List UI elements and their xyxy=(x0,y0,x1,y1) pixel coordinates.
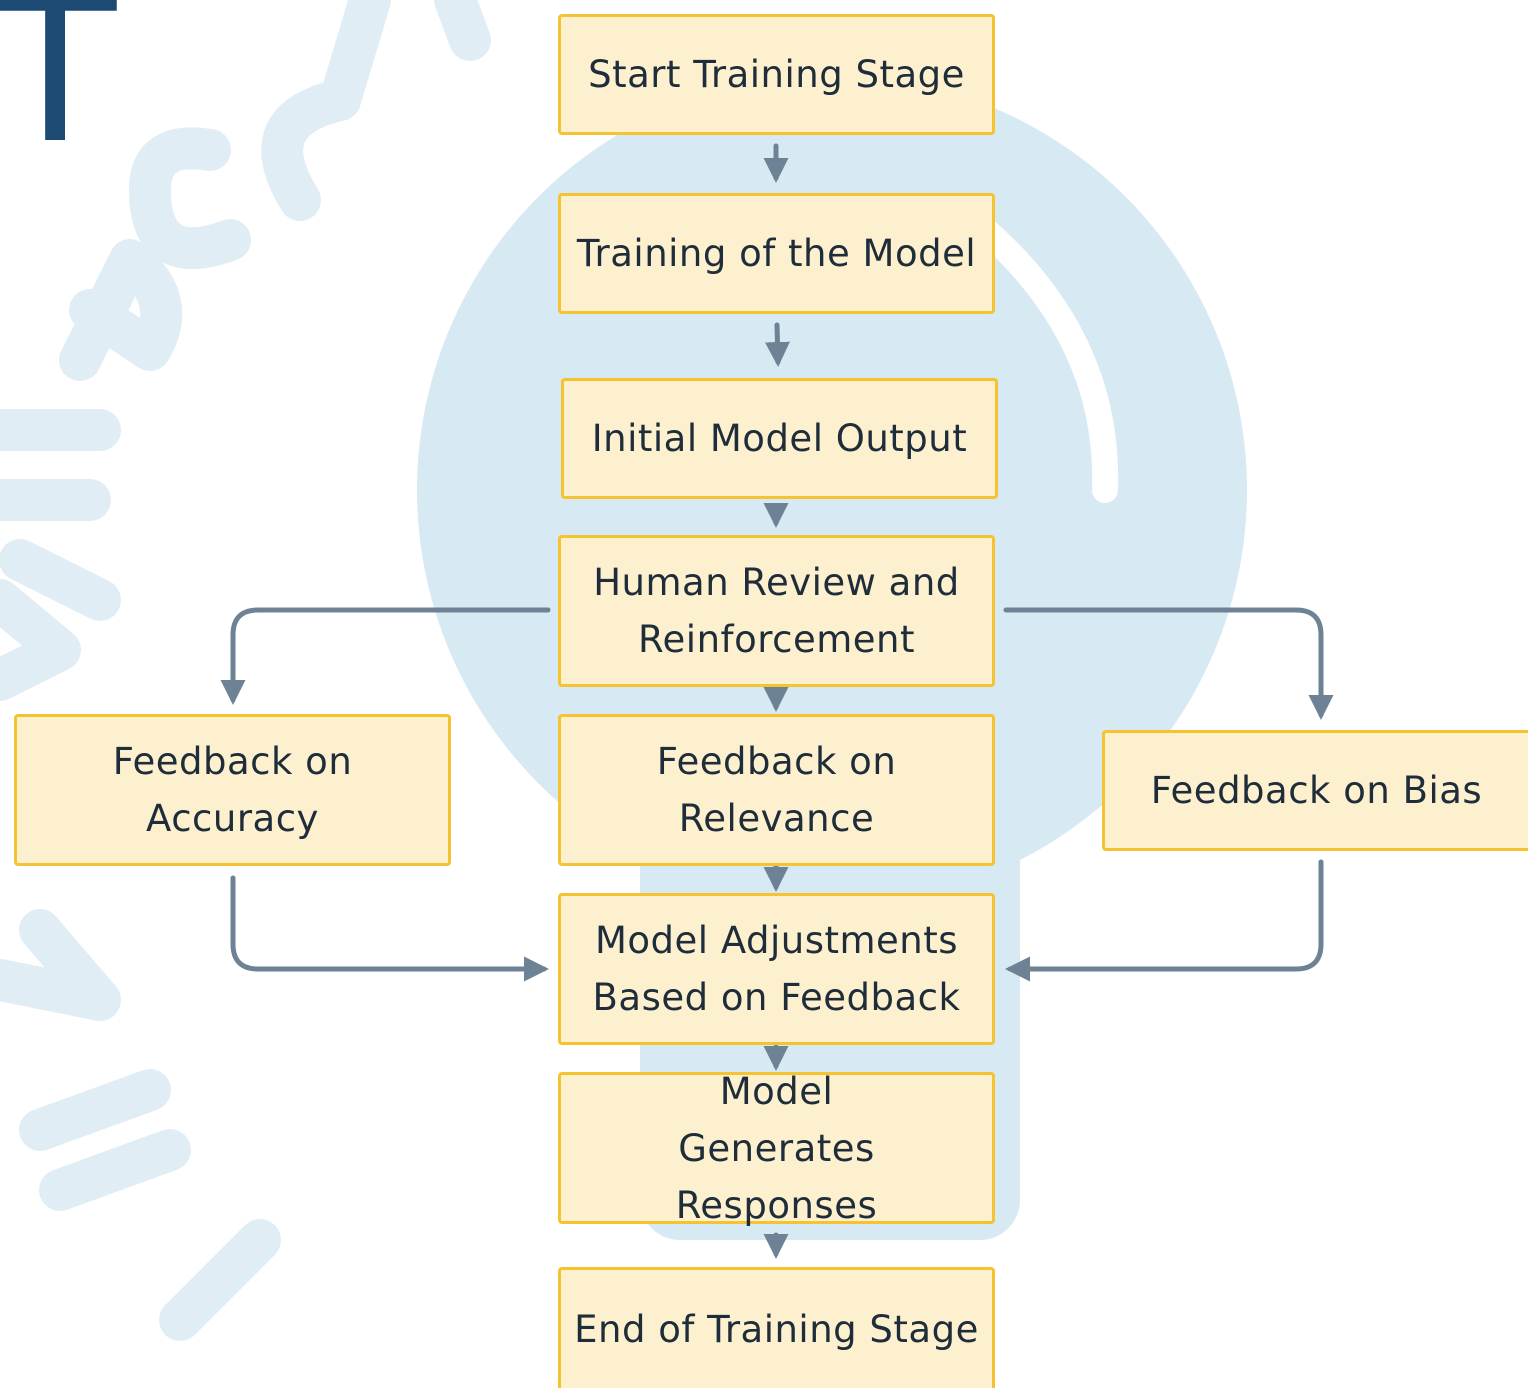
node-human-review-and-reinforcement: Human Review and Reinforcement xyxy=(558,535,995,687)
node-label: Human Review and Reinforcement xyxy=(593,561,960,661)
node-model-adjustments-based-on-feedback: Model Adjustments Based on Feedback xyxy=(558,893,995,1045)
arrow-accuracy-to-adjustments xyxy=(230,875,549,982)
node-initial-model-output: Initial Model Output xyxy=(561,378,998,499)
node-label: Feedback on Bias xyxy=(1150,769,1483,812)
node-training-of-the-model: Training of the Model xyxy=(558,193,995,314)
node-label: Initial Model Output xyxy=(591,417,968,460)
corner-letter: T xyxy=(0,0,117,188)
node-label: Model Generates Responses xyxy=(675,1069,878,1227)
node-model-generates-responses: Model Generates Responses xyxy=(558,1070,995,1227)
watermark-highlight-arc xyxy=(972,217,1119,503)
node-feedback-on-relevance: Feedback on Relevance xyxy=(558,714,995,866)
node-feedback-on-bias: Feedback on Bias xyxy=(1102,730,1528,851)
node-label: Feedback on Accuracy xyxy=(112,740,353,840)
node-label: Start Training Stage xyxy=(588,53,965,96)
arrow-bias-to-adjustments xyxy=(1005,859,1324,982)
node-start-training-stage: Start Training Stage xyxy=(558,14,995,135)
node-end-of-training-stage: End of Training Stage xyxy=(558,1267,995,1388)
node-label: Feedback on Relevance xyxy=(656,740,897,840)
node-label: End of Training Stage xyxy=(574,1307,979,1351)
node-label: Model Adjustments Based on Feedback xyxy=(592,919,961,1019)
arrow-review-to-bias xyxy=(1003,607,1334,720)
node-label: Training of the Model xyxy=(576,232,977,275)
arrow-review-to-accuracy xyxy=(220,607,551,705)
node-feedback-on-accuracy: Feedback on Accuracy xyxy=(14,714,451,866)
watermark-letters xyxy=(0,0,491,1341)
arrow-training-to-initial xyxy=(764,322,790,367)
